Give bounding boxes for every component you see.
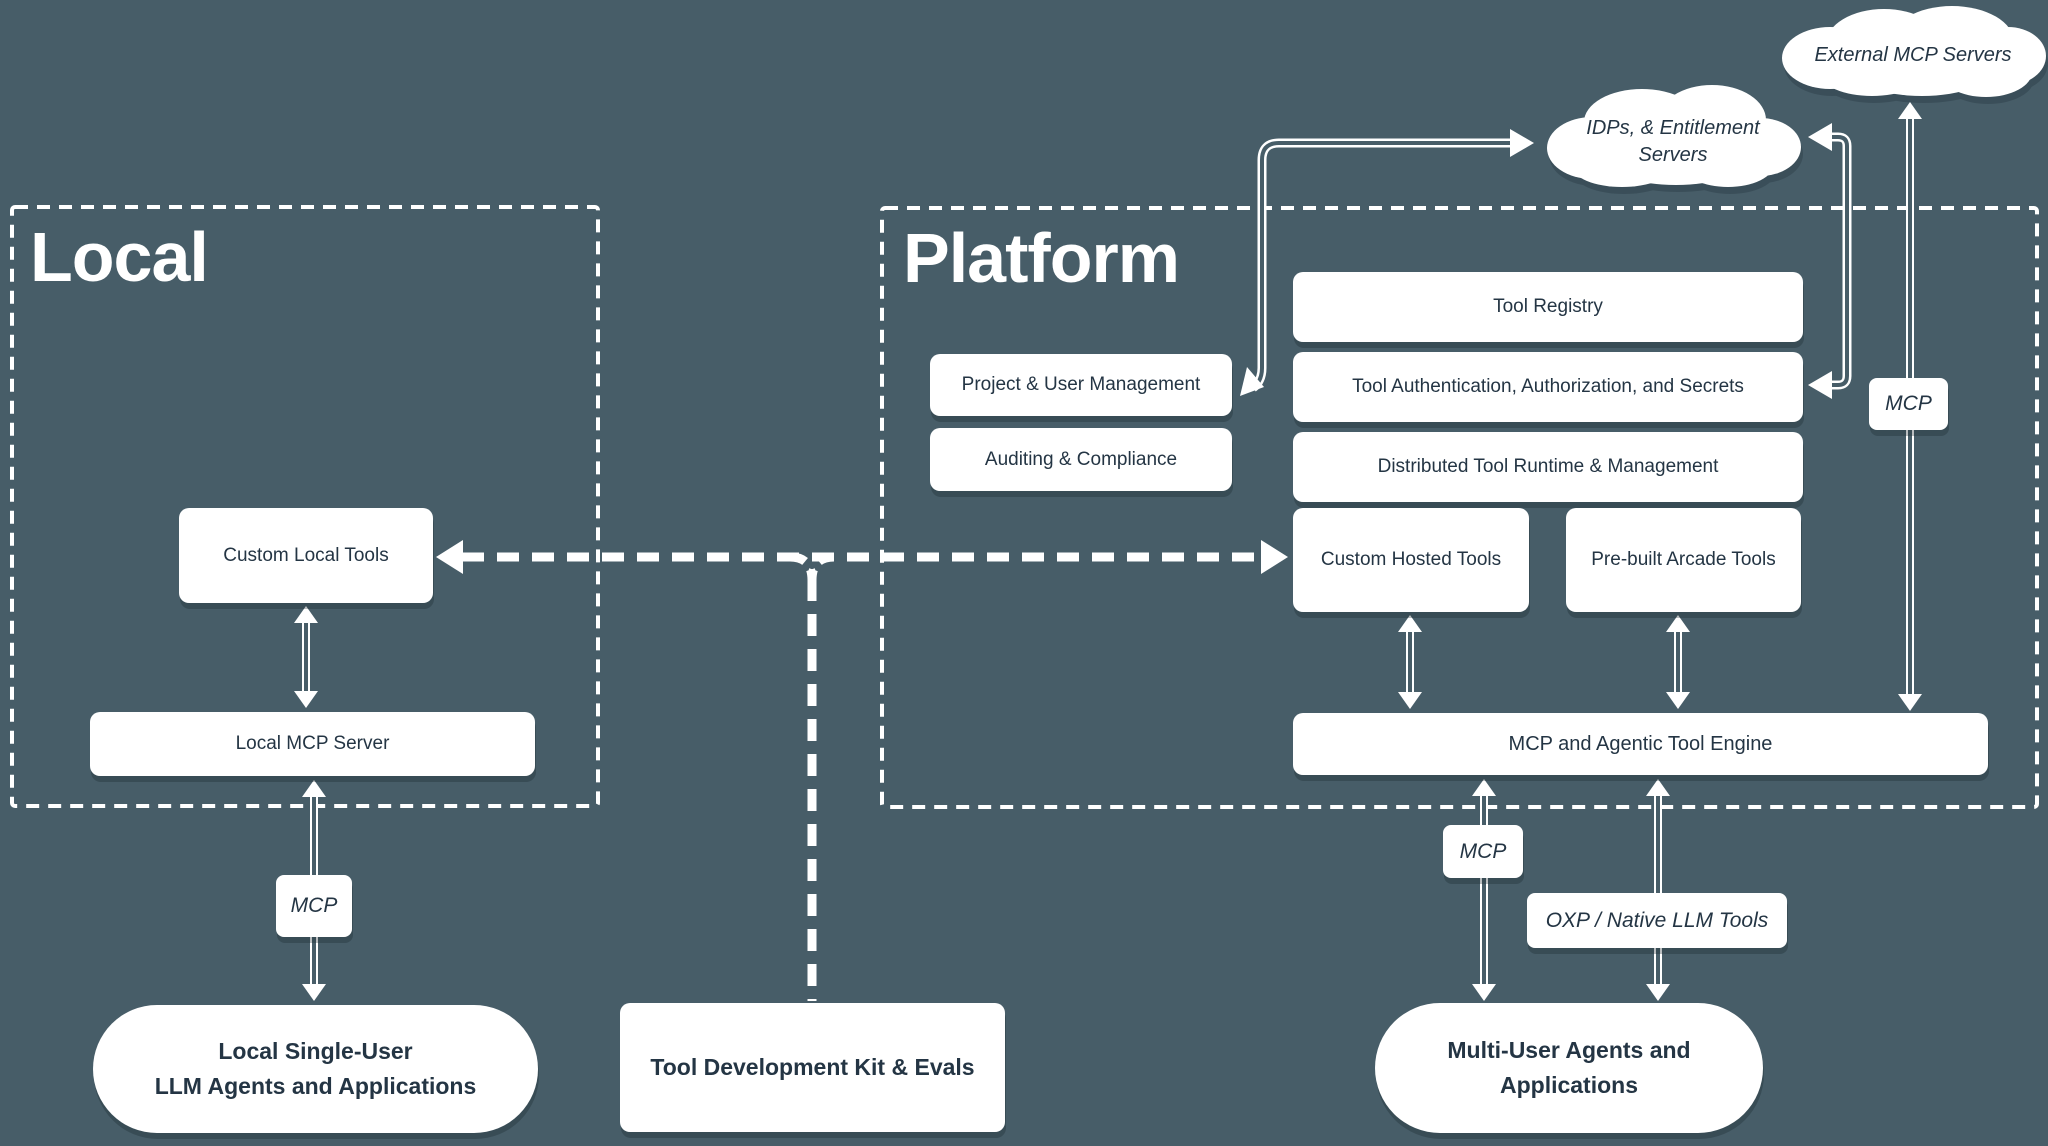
external-mcp-servers-cloud (1782, 6, 2048, 104)
mcp-protocol-label-left: MCP (276, 875, 352, 937)
arrow-engine-agents-oxp (1646, 779, 1670, 1001)
arrow-toolauth-to-idps (1808, 123, 1852, 399)
arrow-arcadetools-engine (1666, 615, 1690, 709)
prebuilt-arcade-tools-box: Pre-built Arcade Tools (1566, 508, 1801, 612)
local-section-border (10, 205, 600, 808)
arrow-engine-agents-mcp (1472, 779, 1496, 1001)
arrow-hostedtools-engine (1398, 615, 1422, 709)
mcp-protocol-label-right: MCP (1869, 378, 1948, 430)
platform-section-title: Platform (903, 219, 1180, 297)
auditing-compliance-box: Auditing & Compliance (930, 428, 1232, 491)
local-section-title: Local (30, 218, 209, 296)
mcp-agentic-engine-box: MCP and Agentic Tool Engine (1293, 713, 1988, 775)
multi-user-agents-pill: Multi-User Agents and Applications (1375, 1003, 1763, 1133)
custom-hosted-tools-box: Custom Hosted Tools (1293, 508, 1529, 612)
tool-registry-box: Tool Registry (1293, 272, 1803, 342)
tool-dev-kit-box: Tool Development Kit & Evals (620, 1003, 1005, 1132)
dashed-arrowhead-left (436, 540, 463, 574)
arrow-usermgmt-to-idps (1240, 129, 1534, 396)
dashed-tool-sync-connector (436, 540, 1288, 1001)
project-user-management-box: Project & User Management (930, 354, 1232, 416)
external-mcp-servers-label: External MCP Servers (1814, 43, 2012, 66)
arrow-localtools-localserver (294, 606, 318, 708)
local-mcp-server-box: Local MCP Server (90, 712, 535, 776)
distributed-runtime-box: Distributed Tool Runtime & Management (1293, 432, 1803, 502)
idps-entitlement-label: IDPs, & Entitlement Servers (1586, 117, 1760, 166)
mcp-protocol-label-bottom: MCP (1443, 825, 1523, 878)
platform-section-border (880, 206, 2039, 809)
oxp-native-llm-label: OXP / Native LLM Tools (1527, 893, 1787, 948)
tool-auth-secrets-box: Tool Authentication, Authorization, and … (1293, 352, 1803, 422)
local-agents-pill: Local Single-User LLM Agents and Applica… (93, 1005, 538, 1133)
custom-local-tools-box: Custom Local Tools (179, 508, 433, 603)
dashed-arrowhead-right (1261, 540, 1288, 574)
idps-entitlement-cloud (1547, 85, 1803, 194)
